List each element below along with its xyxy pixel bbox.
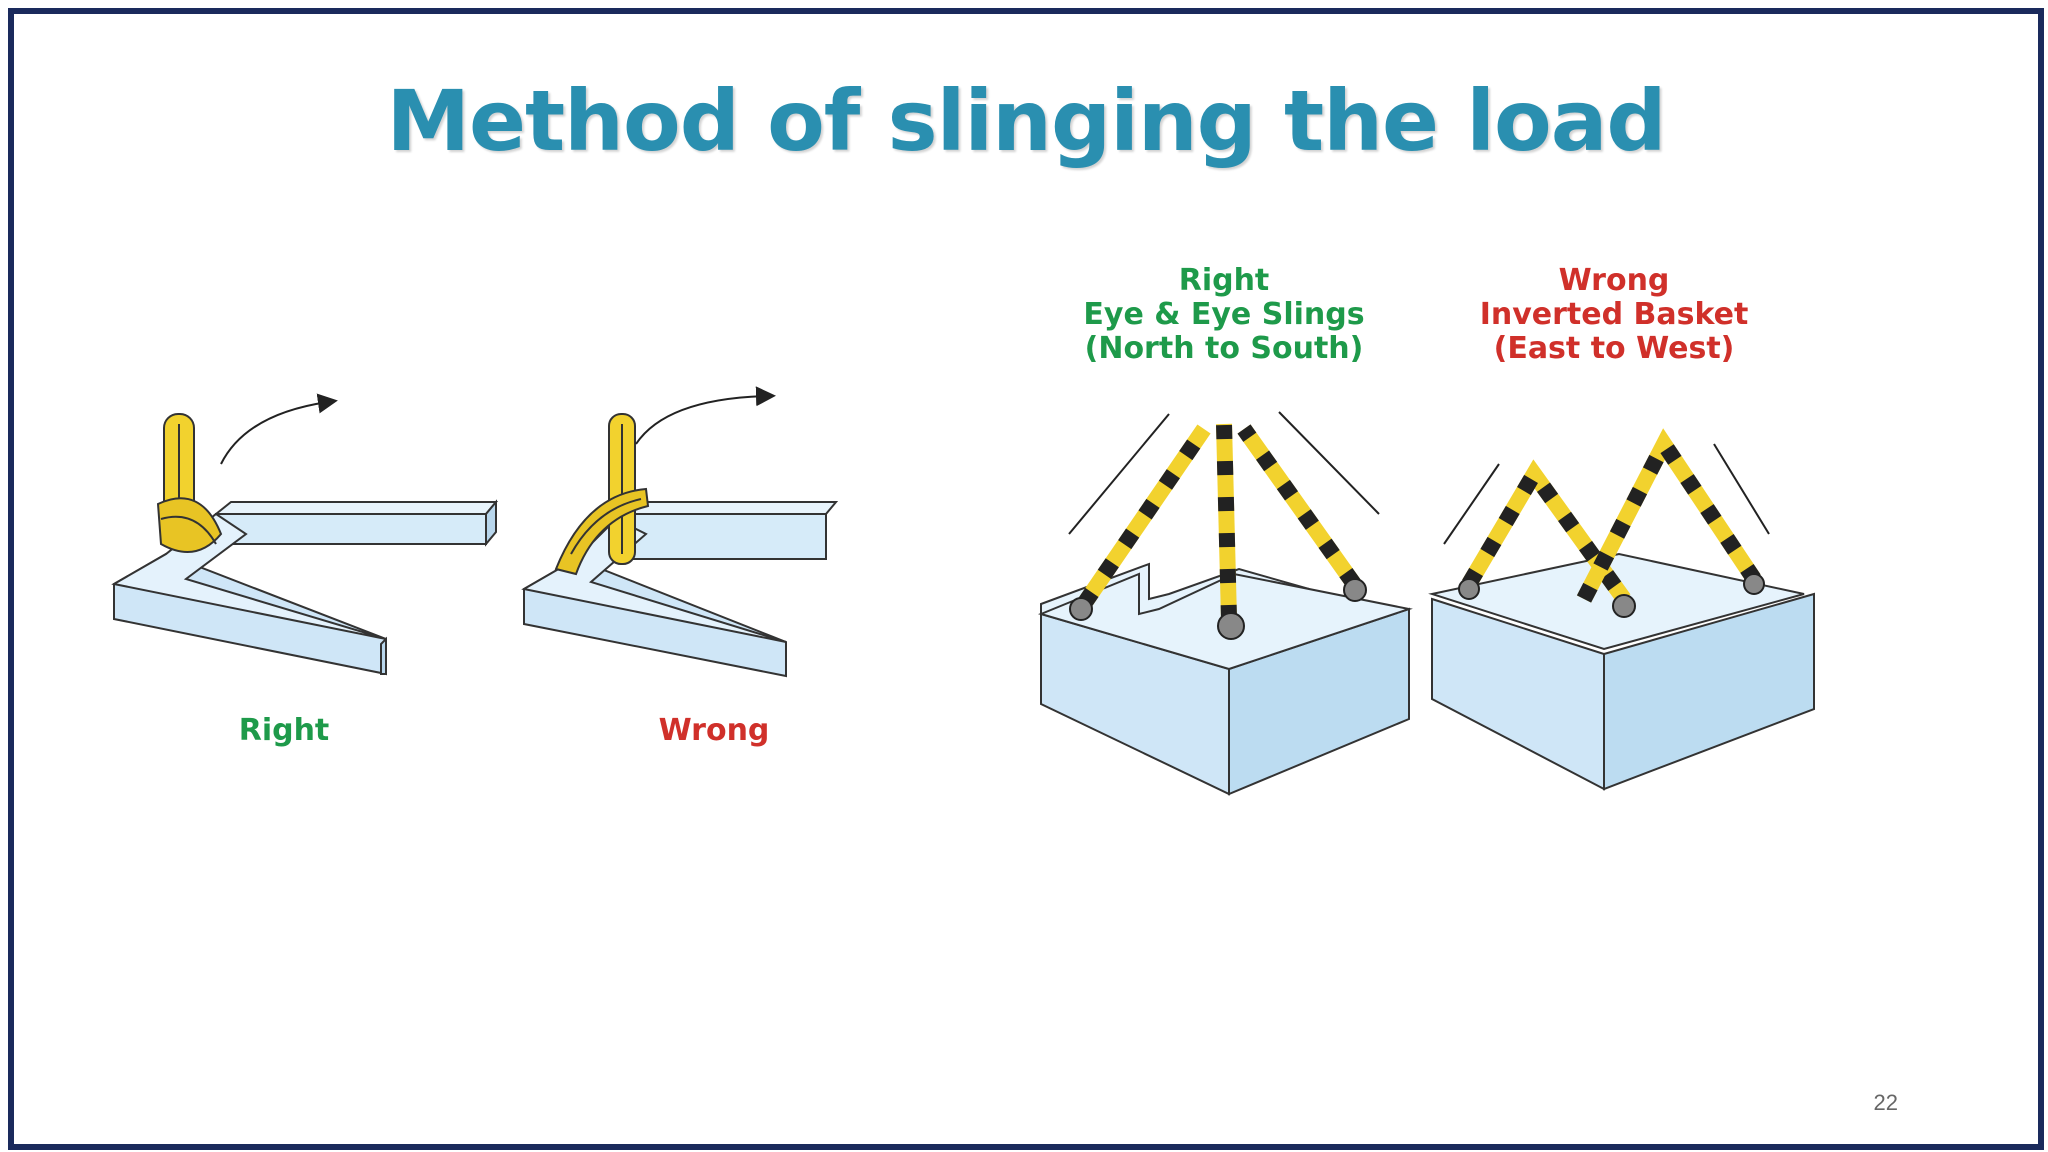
caption-line: (North to South) [1084,331,1364,366]
eye-sling-right-caption: Right Eye & Eye Slings (North to South) [1044,264,1404,366]
caption-line: Inverted Basket [1479,297,1749,332]
caption-line: (East to West) [1493,331,1735,366]
hitch-right-label: Right [238,713,330,748]
caption-line: Right [1178,263,1270,298]
hitch-right-illustration [111,393,499,676]
caption-line: Wrong [1558,263,1670,298]
eye-sling-block-illustration [1037,411,1413,796]
hitch-wrong-label: Wrong [658,713,770,748]
basket-wrong-caption: Wrong Inverted Basket (East to West) [1434,264,1794,366]
hitch-wrong-illustration [521,386,839,678]
page-number: 22 [1873,1090,1898,1115]
inverted-basket-block-illustration [1428,428,1815,791]
caption-line: Eye & Eye Slings [1083,297,1365,332]
slide: Method of slinging the load Right [8,8,2044,1150]
slide-title: Method of slinging the load [386,72,1666,170]
